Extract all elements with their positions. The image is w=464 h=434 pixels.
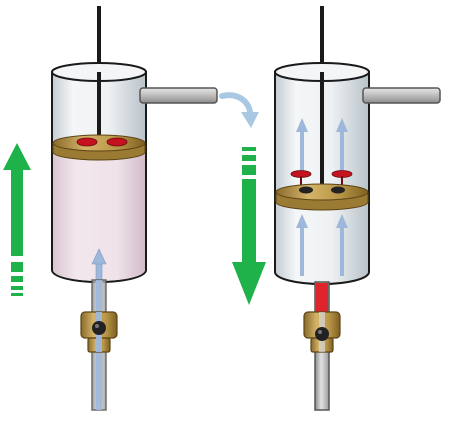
down-motion-arrow: [232, 147, 266, 305]
right-piston: [275, 183, 369, 211]
right-inlet-closed-segment: [316, 283, 328, 313]
right-foot-valve: [303, 311, 341, 353]
right-lower-flow-arrows: [296, 214, 348, 276]
left-pump: [51, 6, 218, 411]
right-valve-ball: [315, 327, 329, 341]
right-open-valves: [290, 170, 353, 186]
left-lower-chamber: [53, 150, 145, 281]
left-valve-2: [106, 137, 128, 147]
left-foot-valve: [80, 311, 118, 353]
right-upper-flow-arrows: [296, 118, 348, 172]
left-valve-ball: [92, 321, 106, 335]
left-outlet-pipe: [139, 87, 218, 104]
left-valve-1: [76, 137, 98, 147]
transition-arrow: [219, 92, 259, 128]
right-pump: [274, 6, 441, 411]
up-motion-arrow: [3, 143, 31, 296]
right-outlet-pipe: [362, 87, 441, 104]
left-piston: [52, 134, 146, 161]
